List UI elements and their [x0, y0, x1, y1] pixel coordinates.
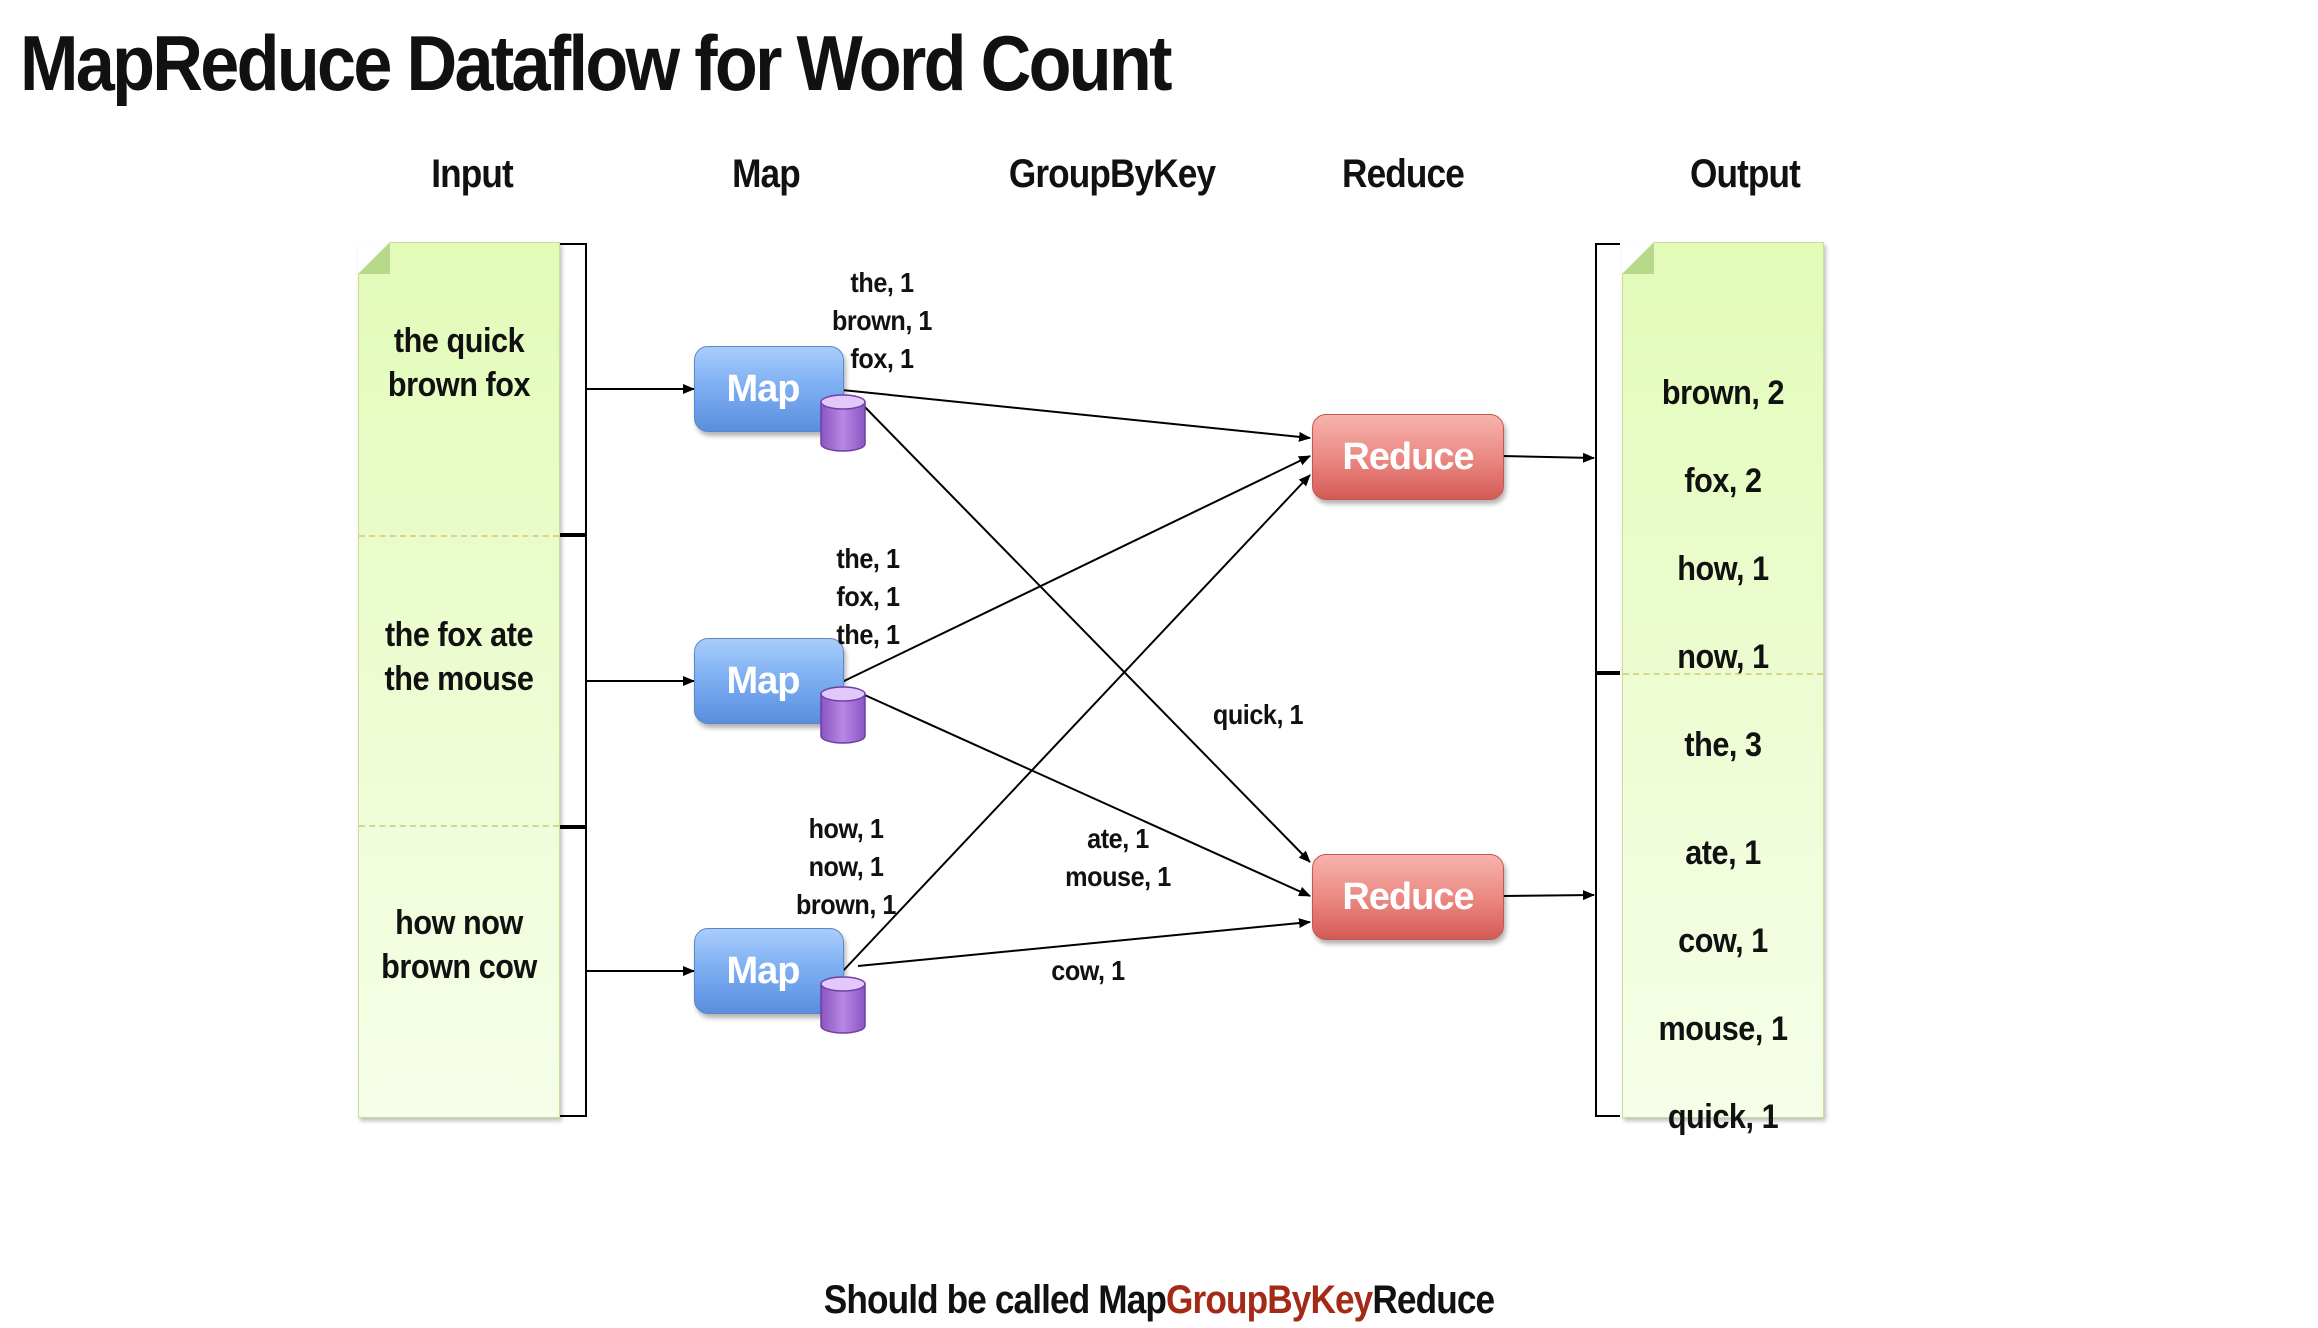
shuffle-arrow [841, 455, 1311, 683]
output-partition-2: ate, 1 cow, 1 mouse, 1 quick, 1 [1633, 787, 1813, 1183]
output-partition-bracket [1595, 243, 1620, 673]
page-fold-icon [1622, 242, 1654, 274]
shuffle-arrow [857, 918, 1311, 967]
kv-pair: brown, 1 [795, 889, 897, 920]
reduce-to-output-arrow [1501, 890, 1595, 901]
output-line: brown, 2 [1661, 374, 1785, 412]
disk-icon [820, 976, 866, 1034]
reduce-node-1: Reduce [1312, 414, 1504, 500]
footer-prefix: Should be called Map [823, 1278, 1167, 1322]
shuffle-label-ate-mouse: ate, 1 mouse, 1 [1065, 820, 1171, 896]
input-split-bracket [560, 827, 587, 1117]
input-split-1: the quick brown fox [387, 322, 531, 404]
page-fold-icon [358, 242, 390, 274]
output-partition-1: brown, 2 fox, 2 how, 1 now, 1 the, 3 [1633, 327, 1813, 811]
kv-pair: the, 1 [850, 267, 914, 298]
disk-icon [820, 394, 866, 452]
kv-pair: fox, 1 [850, 343, 914, 374]
shuffle-arrow [841, 389, 1311, 442]
kv-pair: how, 1 [808, 813, 884, 844]
kv-pair: brown, 1 [831, 305, 933, 336]
kv-pair: mouse, 1 [1065, 861, 1171, 892]
footer-highlight: GroupByKey [1166, 1278, 1373, 1322]
shuffle-arrow [841, 474, 1311, 973]
kv-pair: now, 1 [808, 851, 884, 882]
column-header-map: Map [732, 152, 801, 196]
column-header-reduce: Reduce [1342, 152, 1465, 196]
output-document: brown, 2 fox, 2 how, 1 now, 1 the, 3 ate… [1622, 242, 1824, 1136]
input-split-divider [359, 825, 559, 827]
input-split-3: how now brown cow [381, 904, 537, 986]
input-split-bracket [560, 243, 587, 535]
input-split-divider [359, 535, 559, 537]
output-line: cow, 1 [1678, 922, 1768, 960]
kv-pair: ate, 1 [1087, 823, 1149, 854]
page-title: MapReduce Dataflow for Word Count [20, 19, 1172, 107]
shuffle-label-cow: cow, 1 [1051, 955, 1125, 986]
column-header-output: Output [1689, 152, 1801, 196]
map-node-3: Map [694, 928, 844, 1014]
output-line: fox, 2 [1684, 462, 1762, 500]
output-line: now, 1 [1677, 638, 1769, 676]
map-output-1: the, 1 brown, 1 fox, 1 [832, 264, 932, 378]
output-line: ate, 1 [1685, 834, 1761, 872]
output-line: mouse, 1 [1658, 1010, 1788, 1048]
output-partition-divider [1623, 673, 1823, 675]
footer-caption: Should be called MapGroupByKeyReduce [824, 1278, 1495, 1323]
output-partition-bracket [1595, 673, 1620, 1117]
kv-pair: the, 1 [836, 543, 900, 574]
map-node-label: Map [726, 659, 801, 702]
map-node-2: Map [694, 638, 844, 724]
shuffle-arrow [857, 691, 1311, 897]
shuffle-label-quick: quick, 1 [1212, 699, 1304, 730]
map-node-label: Map [726, 367, 801, 410]
reduce-to-output-arrow [1501, 452, 1595, 463]
map-output-2: the, 1 fox, 1 the, 1 [836, 540, 900, 654]
shuffle-arrow [857, 399, 1311, 863]
output-line: quick, 1 [1667, 1098, 1779, 1136]
map-node-1: Map [694, 346, 844, 432]
kv-pair: fox, 1 [836, 581, 900, 612]
map-node-label: Map [726, 949, 801, 992]
footer-suffix: Reduce [1372, 1278, 1495, 1322]
kv-pair: the, 1 [836, 619, 900, 650]
column-header-input: Input [431, 152, 513, 196]
input-document: the quick brown fox the fox ate the mous… [358, 242, 560, 1118]
output-line: the, 3 [1684, 726, 1762, 764]
column-header-groupbykey: GroupByKey [1008, 152, 1216, 196]
output-line: how, 1 [1677, 550, 1769, 588]
reduce-node-2: Reduce [1312, 854, 1504, 940]
input-split-bracket [560, 535, 587, 827]
disk-icon [820, 686, 866, 744]
input-split-2: the fox ate the mouse [384, 616, 534, 698]
map-output-3: how, 1 now, 1 brown, 1 [796, 810, 896, 924]
